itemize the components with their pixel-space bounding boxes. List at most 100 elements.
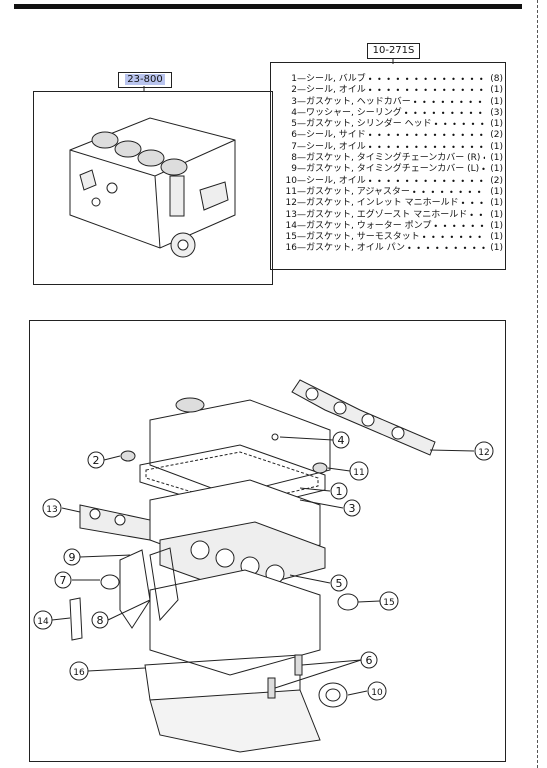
svg-text:10: 10 — [371, 688, 383, 698]
callout-12[interactable]: 12 — [474, 441, 494, 461]
callouts: 1 2 3 4 5 6 7 8 9 10 11 12 13 14 15 16 — [33, 431, 494, 701]
svg-text:15: 15 — [383, 598, 394, 608]
parts-list-item: 2—シール, オイル• • • • • • • • • • • • • • • … — [283, 85, 503, 96]
parts-list-item: 3—ガスケット, ヘッドカバー• • • • • • • • • • • • •… — [283, 97, 503, 108]
engine-block-drawing — [69, 117, 236, 258]
part-number: 14 — [285, 220, 297, 231]
part-dash: — — [297, 175, 306, 186]
callout-9[interactable]: 9 — [63, 548, 81, 566]
part-name: シール, バルブ — [306, 74, 366, 84]
callout-7[interactable]: 7 — [54, 571, 72, 589]
part-number: 6 — [291, 130, 297, 141]
leader-dots: • • • • • • • • • • • • • • • • • • • • — [403, 108, 485, 118]
part-number: 15 — [285, 232, 297, 243]
part-number: 11 — [285, 186, 297, 197]
parts-list-item: 14—ガスケット, ウォーター ポンプ• • • • • • • • • • •… — [283, 221, 503, 232]
callout-15[interactable]: 15 — [379, 591, 399, 611]
svg-text:13: 13 — [46, 505, 57, 515]
part-name: シール, オイル — [306, 175, 366, 186]
callout-16[interactable]: 16 — [69, 661, 89, 681]
parts-list-item: 1—シール, バルブ• • • • • • • • • • • • • • • … — [283, 74, 503, 85]
leader-dots: • • • • • • • • • • • • • • • • • • • • — [367, 176, 485, 186]
svg-text:3: 3 — [349, 502, 356, 515]
leader-dots: • • • • • • • • • • • • • • • • • • • • — [469, 210, 485, 220]
leader-dots: • • • • • • • • • • • • • • • • • • • • — [407, 244, 485, 254]
part-qty: (1) — [490, 96, 503, 107]
callout-5[interactable]: 5 — [330, 574, 348, 592]
callout-4[interactable]: 4 — [332, 431, 350, 449]
part-qty: (1) — [490, 141, 503, 152]
part-qty: (1) — [490, 186, 503, 197]
parts-list-item: 16—ガスケット, オイル パン• • • • • • • • • • • • … — [283, 243, 503, 254]
leader-dots: • • • • • • • • • • • • • • • • • • • • — [433, 221, 485, 231]
engine-block-panel — [33, 91, 273, 285]
svg-text:14: 14 — [37, 617, 49, 627]
part-qty: (2) — [490, 130, 503, 141]
parts-list-panel — [270, 62, 506, 270]
parts-list-item: 6—シール, サイド• • • • • • • • • • • • • • • … — [283, 130, 503, 141]
leader-dots: • • • • • • • • • • • • • • • • • • • • — [412, 97, 485, 107]
svg-text:11: 11 — [353, 468, 364, 478]
part-dash: — — [297, 85, 306, 96]
part-name: ガスケット, ヘッドカバー — [306, 96, 411, 107]
part-name: ガスケット, インレット マニホールド — [306, 198, 459, 209]
svg-text:9: 9 — [69, 551, 76, 564]
svg-text:2: 2 — [93, 454, 100, 467]
leader-dots: • • • • • • • • • • • • • • • • • • • • — [460, 199, 485, 209]
parts-list-item: 11—ガスケット, アジャスター• • • • • • • • • • • • … — [283, 187, 503, 198]
parts-list: 1—シール, バルブ• • • • • • • • • • • • • • • … — [283, 74, 503, 255]
part-dash: — — [297, 220, 306, 231]
part-number: 4 — [291, 107, 297, 118]
part-qty: (1) — [490, 119, 503, 130]
part-number: 2 — [291, 85, 297, 96]
section-ref-text: 10-271S — [372, 45, 415, 56]
callout-1[interactable]: 1 — [330, 482, 348, 500]
part-name: ガスケット, ウォーター ポンプ — [306, 220, 432, 231]
part-dash: — — [297, 243, 306, 254]
callout-13[interactable]: 13 — [42, 498, 62, 518]
parts-list-item: 9—ガスケット, タイミングチェーンカバー (L)• • • • • • • •… — [283, 164, 503, 175]
part-name: ガスケット, タイミングチェーンカバー (L) — [306, 164, 480, 175]
parts-list-item: 4—ワッシャー, シーリング• • • • • • • • • • • • • … — [283, 108, 503, 119]
svg-text:12: 12 — [478, 448, 489, 458]
callout-14[interactable]: 14 — [33, 610, 53, 630]
part-number: 9 — [291, 164, 297, 175]
assembly-ref-tag[interactable]: 23-800 — [118, 72, 172, 88]
leader-dots: • • • • • • • • • • • • • • • • • • • • — [367, 86, 485, 96]
part-name: シール, サイド — [306, 130, 366, 141]
assembly-ref-text: 23-800 — [125, 74, 165, 85]
part-name: ガスケット, サーモスタット — [306, 232, 420, 243]
callout-3[interactable]: 3 — [343, 499, 361, 517]
leader-dots: • • • • • • • • • • • • • • • • • • • • — [421, 233, 485, 243]
part-qty: (3) — [490, 107, 503, 118]
part-number: 10 — [285, 175, 297, 186]
callout-11[interactable]: 11 — [349, 461, 369, 481]
part-dash: — — [297, 119, 306, 130]
part-dash: — — [297, 107, 306, 118]
part-name: ガスケット, タイミングチェーンカバー (R) — [306, 153, 481, 164]
callout-2[interactable]: 2 — [87, 451, 105, 469]
part-dash: — — [297, 198, 306, 209]
callout-10[interactable]: 10 — [367, 681, 387, 701]
callout-6[interactable]: 6 — [360, 651, 378, 669]
page-edge — [537, 0, 541, 768]
leader-dots: • • • • • • • • • • • • • • • • • • • • — [479, 164, 485, 175]
leader-dots: • • • • • • • • • • • • • • • • • • • • — [411, 187, 485, 197]
part-name: ガスケット, エグゾースト マニホールド — [306, 209, 468, 220]
part-name: ガスケット, オイル パン — [306, 243, 406, 254]
part-dash: — — [297, 141, 306, 152]
part-dash: — — [297, 232, 306, 243]
leader-dots: • • • • • • • • • • • • • • • • • • • • — [367, 131, 485, 141]
part-name: ガスケット, シリンダー ヘッド — [306, 119, 432, 130]
svg-text:4: 4 — [338, 434, 345, 447]
part-qty: (1) — [490, 243, 503, 254]
callout-8[interactable]: 8 — [91, 611, 109, 629]
svg-text:1: 1 — [336, 485, 343, 498]
parts-list-item: 5—ガスケット, シリンダー ヘッド• • • • • • • • • • • … — [283, 119, 503, 130]
leader-dots: • • • • • • • • • • • • • • • • • • • • — [433, 120, 485, 130]
part-number: 13 — [285, 209, 297, 220]
part-dash: — — [297, 153, 306, 164]
part-qty: (1) — [490, 198, 503, 209]
part-name: ガスケット, アジャスター — [306, 186, 410, 197]
